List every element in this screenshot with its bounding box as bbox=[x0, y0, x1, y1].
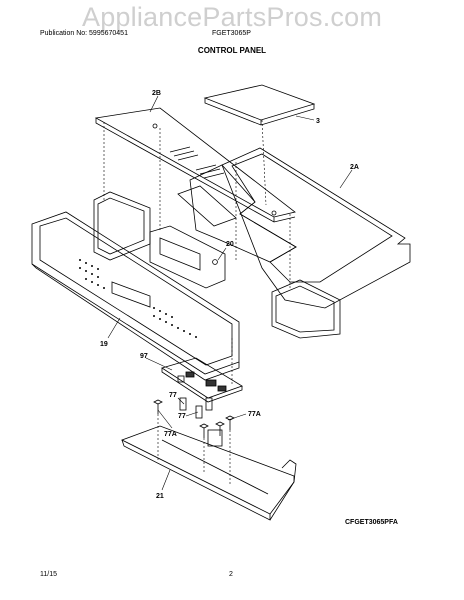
assembly-guide-lines bbox=[103, 119, 291, 486]
part-vent-bracket bbox=[94, 107, 296, 223]
callout-20: 20 bbox=[226, 241, 234, 248]
watermark: AppliancePartsPros.com bbox=[81, 2, 383, 32]
part-control-faceplate bbox=[31, 211, 240, 381]
callout-2A: 2A bbox=[350, 164, 359, 171]
model-number: FGET3065P bbox=[212, 30, 251, 37]
part-control-board bbox=[161, 357, 243, 403]
callout-leaders bbox=[107, 95, 353, 491]
callout-77-upper: 77 bbox=[169, 392, 177, 399]
part-side-bracket-right bbox=[271, 279, 341, 339]
part-display-bracket bbox=[149, 225, 226, 289]
callout-77A-left: 77A bbox=[164, 431, 177, 438]
page-title: CONTROL PANEL bbox=[197, 46, 267, 55]
footer-date: 11/15 bbox=[40, 571, 57, 578]
publication-number: Publication No: 5995670451 bbox=[40, 30, 128, 37]
part-bottom-tray bbox=[120, 425, 297, 521]
callout-21: 21 bbox=[156, 493, 164, 500]
part-control-housing bbox=[177, 147, 411, 309]
diagram-code: CFGET3065PFA bbox=[345, 519, 398, 526]
callout-97: 97 bbox=[140, 353, 148, 360]
callout-77-lower: 77 bbox=[178, 413, 186, 420]
part-fasteners bbox=[153, 397, 235, 438]
page-number: 2 bbox=[229, 571, 233, 578]
callout-3: 3 bbox=[316, 118, 320, 125]
callout-19: 19 bbox=[100, 341, 108, 348]
part-cover-plate bbox=[203, 84, 316, 126]
part-side-bracket-left bbox=[93, 191, 151, 261]
keypad-buttons bbox=[79, 259, 197, 338]
callout-2B: 2B bbox=[152, 90, 161, 97]
callout-77A-right: 77A bbox=[248, 411, 261, 418]
